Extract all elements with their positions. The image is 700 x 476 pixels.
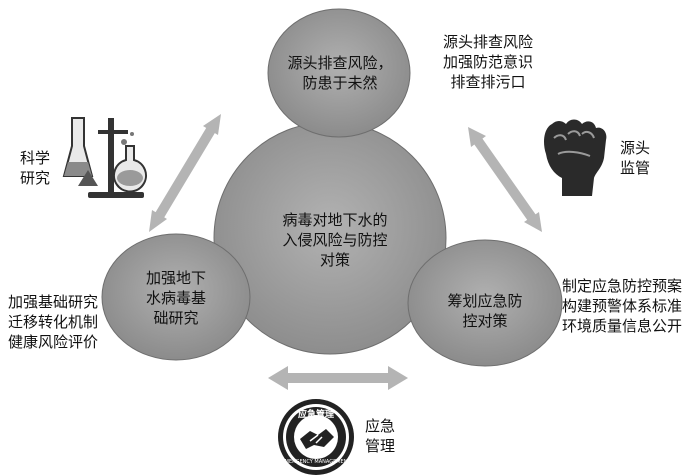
arrow-right-diagonal bbox=[468, 127, 542, 232]
seal-top-text: 应急管理 bbox=[298, 408, 334, 420]
left-list-label: 加强基础研究 迁移转化机制 健康风险评价 bbox=[8, 293, 99, 351]
top-circle-text: 源头排查风险， 防患于未然 bbox=[287, 54, 393, 92]
source-label: 源头 监管 bbox=[620, 139, 651, 177]
top-right-label: 源头排查风险 加强防范意识 排查排污口 bbox=[442, 33, 533, 91]
left-circle bbox=[101, 233, 251, 361]
science-label: 科学 研究 bbox=[20, 149, 51, 187]
left-circle-text: 加强地下 水病毒基 础研究 bbox=[145, 269, 206, 327]
center-circle-text: 病毒对地下水的 入侵风险与防控 对策 bbox=[282, 211, 388, 269]
raised-fist-icon bbox=[544, 119, 607, 196]
seal-ring-text: EMERGENCY MANAGEMENT bbox=[281, 459, 351, 465]
right-circle bbox=[407, 239, 563, 367]
arrow-left-diagonal bbox=[149, 114, 221, 232]
lab-flask-icon bbox=[62, 117, 147, 198]
top-circle bbox=[267, 8, 411, 138]
arrow-horizontal-bottom bbox=[268, 366, 408, 390]
right-list-label: 制定应急防控预案 构建预警体系标准 环境质量信息公开 bbox=[562, 277, 683, 335]
right-circle-text: 筹划应急防 控对策 bbox=[447, 292, 523, 330]
emergency-label: 应急 管理 bbox=[365, 417, 396, 455]
emergency-management-seal-icon bbox=[278, 399, 354, 475]
